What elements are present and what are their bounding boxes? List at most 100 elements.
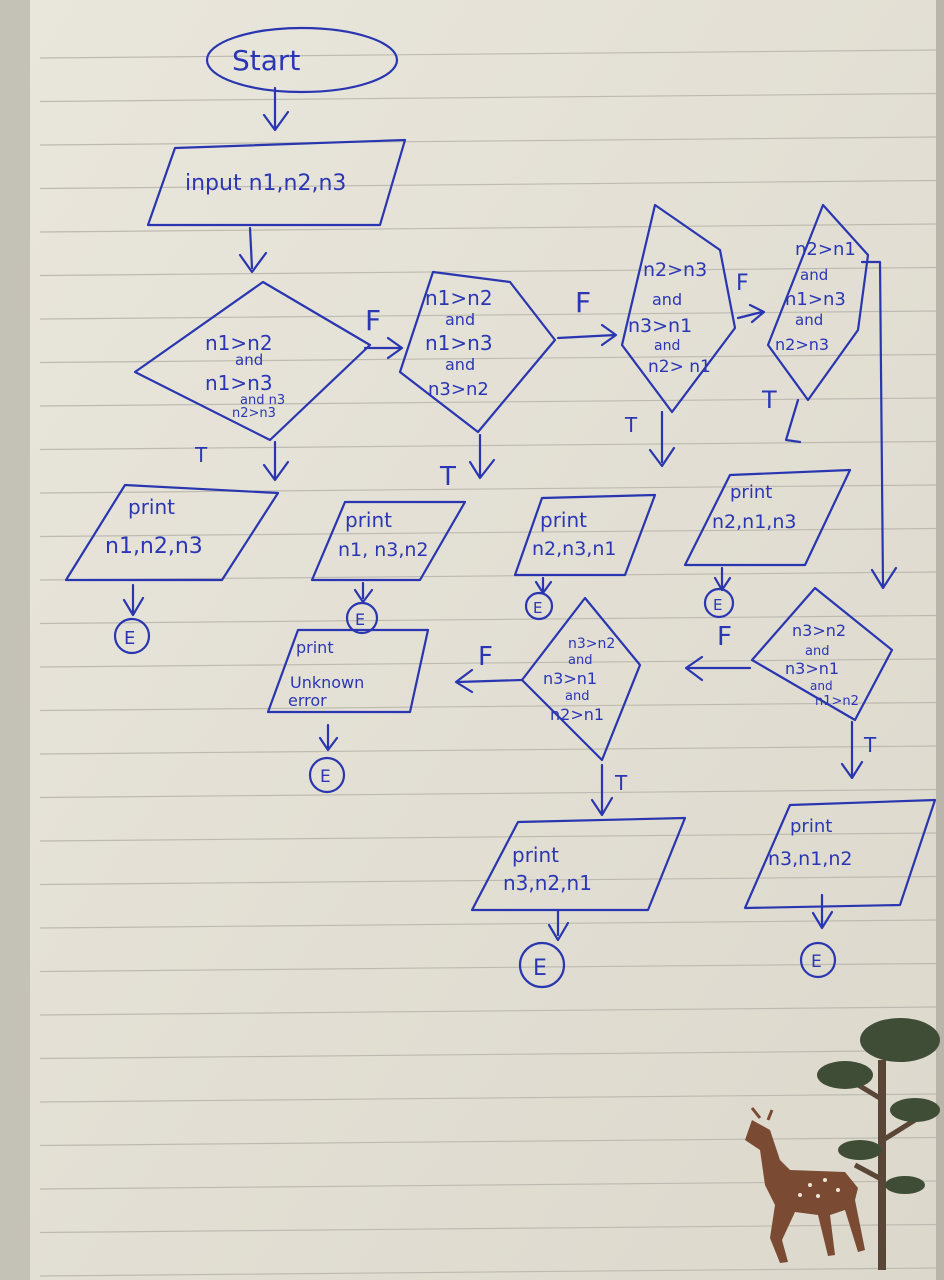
- ruled-line: [39, 832, 937, 842]
- arrow-d6-p5: [590, 763, 614, 817]
- ruled-line: [39, 1006, 937, 1016]
- d6-line-3: n3>n1: [543, 669, 597, 688]
- d1-line-4: and n3: [240, 393, 285, 408]
- decision-4-diamond: [766, 203, 870, 402]
- d3-line-1: n2>n3: [643, 259, 707, 281]
- ruled-line: [39, 701, 937, 712]
- d3-line-4: and: [654, 338, 680, 354]
- end-4-label: E: [713, 596, 722, 614]
- ruled-line: [39, 614, 937, 625]
- ruled-line: [39, 266, 937, 277]
- end-2: [345, 601, 379, 635]
- tree-illustration: [817, 1018, 940, 1270]
- arrow-d5-p6: [840, 720, 864, 780]
- end-1-label: E: [124, 628, 135, 649]
- deer-illustration: [745, 1107, 865, 1263]
- ruled-line: [39, 962, 937, 973]
- d5-line-3: n3>n1: [785, 659, 839, 678]
- arrow-start-input: [262, 86, 290, 132]
- p1-line-2: n1,n2,n3: [105, 534, 203, 559]
- arrow-p1-e: [122, 583, 145, 617]
- d5-line-1: n3>n2: [792, 621, 846, 640]
- d5-line-5: n1>n2: [815, 694, 859, 709]
- p3-line-2: n2,n3,n1: [532, 538, 616, 560]
- d2-line-2: and: [445, 310, 475, 329]
- end-3: [524, 591, 554, 621]
- d2-true-label: T: [439, 462, 456, 492]
- arrow-d4-d5: [860, 260, 898, 590]
- ruled-line: [39, 571, 937, 581]
- d5-line-4: and: [810, 679, 833, 693]
- p2-line-1: print: [345, 508, 392, 532]
- print-error-parallelogram: [266, 628, 430, 714]
- arrow-d2-p2: [468, 433, 496, 480]
- d2-line-4: and: [445, 355, 475, 374]
- arrow-p6-e: [811, 893, 834, 930]
- p6-line-1: print: [790, 816, 832, 837]
- ruled-line: [39, 223, 937, 233]
- p1-line-1: print: [128, 495, 175, 519]
- print-5-parallelogram: [470, 816, 687, 912]
- d6-true-label: T: [614, 771, 628, 795]
- end-6: [799, 941, 837, 979]
- arrow-perr-e: [318, 723, 339, 752]
- input-label: input n1,n2,n3: [185, 171, 346, 196]
- d1-line-1: n1>n2: [205, 331, 273, 355]
- ruled-line: [39, 310, 937, 320]
- ruled-line: [39, 1049, 937, 1060]
- ruled-line: [39, 179, 937, 190]
- p4-line-1: print: [730, 482, 772, 503]
- d4-line-1: n2>n1: [795, 239, 856, 260]
- end-6-label: E: [811, 952, 822, 972]
- p2-line-2: n1, n3,n2: [338, 539, 429, 561]
- d3-line-3: n3>n1: [628, 315, 692, 337]
- p6-line-2: n3,n1,n2: [768, 848, 852, 870]
- d5-false-label: F: [717, 622, 732, 652]
- input-parallelogram: [146, 138, 407, 227]
- perr-line-3: error: [288, 691, 327, 710]
- d5-true-label: T: [863, 733, 877, 757]
- end-5: [518, 941, 566, 989]
- d6-false-label: F: [478, 642, 493, 672]
- print-4-parallelogram: [683, 468, 852, 567]
- d1-true-label: T: [194, 443, 208, 467]
- perr-line-2: Unknown: [290, 673, 364, 692]
- d1-line-3: n1>n3: [205, 371, 273, 395]
- ruled-line: [39, 788, 937, 799]
- arrow-d2-d3: [556, 323, 618, 347]
- decision-3-diamond: [620, 203, 737, 414]
- p4-line-2: n2,n1,n3: [712, 511, 796, 533]
- p5-line-1: print: [512, 843, 559, 867]
- ruled-line: [39, 658, 937, 668]
- ruled-line: [39, 1136, 937, 1147]
- d3-false-label: F: [736, 271, 749, 296]
- d6-line-1: n3>n2: [568, 636, 615, 652]
- start-label: Start: [232, 44, 300, 77]
- d4-line-3: n1>n3: [785, 289, 846, 310]
- end-1: [113, 617, 151, 655]
- d4-line-4: and: [795, 311, 823, 329]
- end-err-label: E: [320, 767, 331, 787]
- d3-line-2: and: [652, 290, 682, 309]
- ruled-line: [39, 1093, 937, 1103]
- arrow-d5-d6: [684, 655, 752, 682]
- ruled-lines: [39, 49, 937, 1277]
- d4-true-label: T: [761, 386, 777, 414]
- ruled-line: [39, 484, 937, 494]
- d2-line-3: n1>n3: [425, 331, 493, 355]
- d6-line-2: and: [568, 653, 592, 668]
- arrow-d3-p3: [648, 410, 676, 468]
- end-4: [703, 587, 735, 619]
- ruled-line: [39, 919, 937, 929]
- arrow-input-d1: [238, 226, 268, 274]
- ruled-line: [39, 1267, 937, 1277]
- ruled-line: [39, 136, 937, 146]
- arrow-d1-p1: [262, 440, 290, 482]
- start-terminator: [205, 26, 399, 94]
- perr-line-1: print: [296, 638, 334, 657]
- print-6-parallelogram: [743, 798, 937, 910]
- p5-line-2: n3,n2,n1: [503, 871, 592, 895]
- d4-line-2: and: [800, 266, 828, 284]
